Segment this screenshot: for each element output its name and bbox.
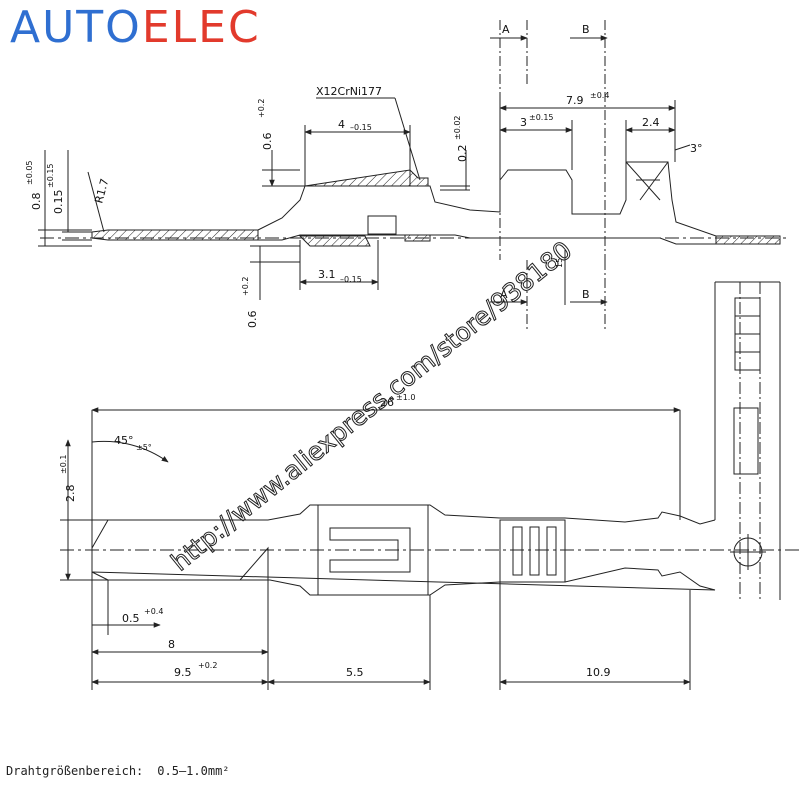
spring-section [304,169,429,187]
dim-3: 3 [520,116,527,129]
dim-4-tol: –0.15 [350,123,372,132]
spring-tab [329,527,411,573]
dim-0-5-tol: +0.4 [144,607,163,616]
wire-size-range: Drahtgrößenbereich: 0.5—1.0mm² [6,764,230,778]
dim-3-1: 3.1 [318,268,336,281]
side-view-dimensions [44,20,691,330]
dim-0-6-top-tol: +0.2 [257,99,266,118]
dim-2-8-tol: ±0.1 [59,455,68,474]
dim-7-9: 7.9 [566,94,584,107]
plan-view-dimensions [60,407,691,690]
carrier-section [715,235,781,245]
dim-0-15-tol: ±0.15 [46,163,55,188]
wire-size-label: Drahtgrößenbereich: [6,764,144,778]
dim-total: 26 [380,396,394,409]
plan-view [60,281,800,600]
dim-angle-3: 3° [690,142,703,155]
carrier-strip [714,281,781,600]
crimp-zone [499,519,566,583]
dim-0-2: 0.2 [456,145,469,163]
pin-section [91,229,259,241]
dim-9-5-tol: +0.2 [198,661,217,670]
dim-0-2-tol: ±0.02 [453,115,462,140]
store-watermark: http://www.aliexpress.com/store/938180 [166,235,578,576]
side-view-labels: X12CrNi177 A B A B 4 –0.15 3.1 –0.15 7.9… [25,23,703,328]
logo-part-elec: ELEC [141,2,261,53]
section-b-top: B [582,23,590,36]
dim-3-tol: ±0.15 [529,113,554,122]
dim-0-15: 0.15 [52,190,65,215]
dim-10-9: 10.9 [586,666,611,679]
dim-total-tol: ±1.0 [396,393,415,402]
dim-3-1-tol: –0.15 [340,275,362,284]
contact-outline [257,161,781,245]
dim-2-8: 2.8 [64,485,77,503]
logo-part-auto: AUTO [10,2,142,53]
dim-0-6-bottom-tol: +0.2 [241,277,250,296]
autoelec-logo: AUTOELEC [10,6,261,50]
dim-7-9-tol: ±0.4 [590,91,609,100]
dim-15-partial: 15 [555,258,564,268]
material-label: X12CrNi177 [316,85,382,98]
dim-8: 8 [168,638,175,651]
dim-0-6-bottom: 0.6 [246,311,259,329]
plan-view-labels: 26 ±1.0 45° ±5° 2.8 ±0.1 0.5 +0.4 8 9.5 … [59,393,611,679]
terminal-outline [91,504,716,596]
dim-4: 4 [338,118,345,131]
dim-2-4: 2.4 [642,116,660,129]
dim-45-tol: ±5° [136,443,152,452]
dim-0-8-tol: ±0.05 [25,160,34,185]
section-a-top: A [502,23,510,36]
dim-9-5: 9.5 [174,666,192,679]
side-view [38,20,790,290]
dim-0-8: 0.8 [30,193,43,211]
dim-45: 45° [114,434,134,447]
dim-radius: R1.7 [92,177,111,205]
section-a-bottom: A [500,288,508,301]
section-b-bottom: B [582,288,590,301]
dim-0-5: 0.5 [122,612,140,625]
lower-spring-section [298,235,371,247]
carrier-slot [733,407,759,475]
dim-5-5: 5.5 [346,666,364,679]
wire-size-value: 0.5—1.0mm² [157,764,230,778]
dim-0-6-top: 0.6 [261,133,274,151]
